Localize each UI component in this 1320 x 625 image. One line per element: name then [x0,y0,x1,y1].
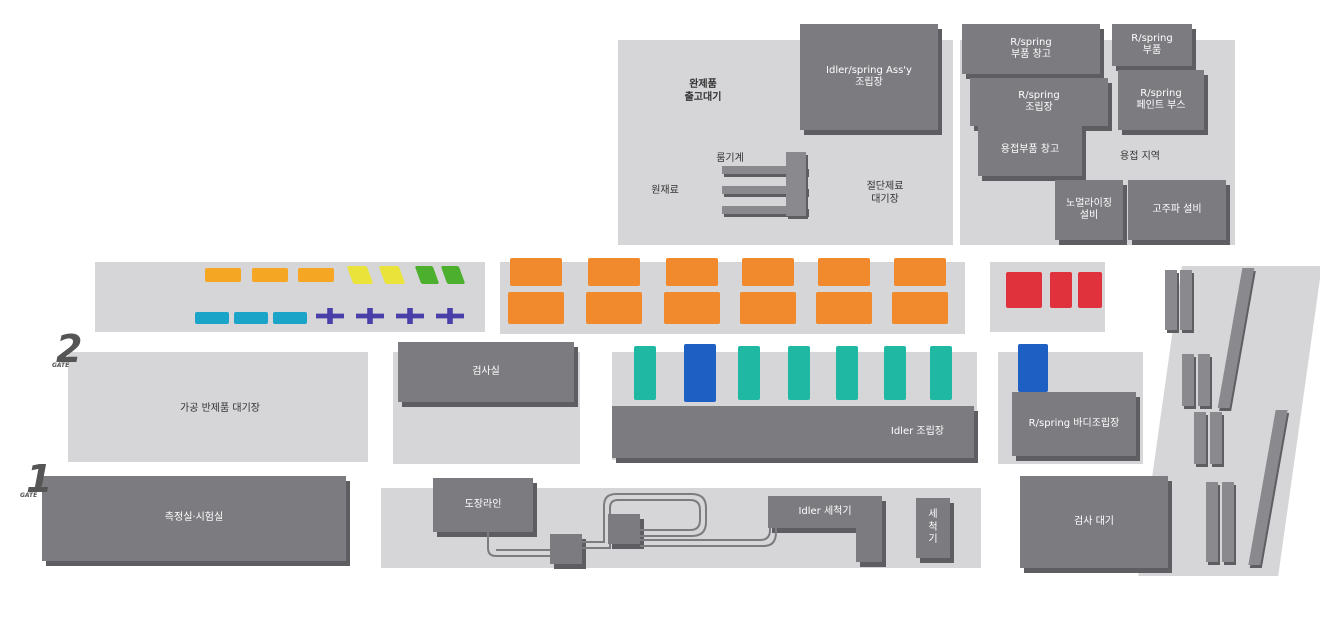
semi-finished-label: 가공 반제품 대기장 [180,403,260,414]
orange-machine-8 [586,292,642,324]
rack-post [786,152,806,216]
gate-1-label: GATE [20,492,38,499]
right-rack-4 [1198,354,1210,406]
rack-2 [722,186,807,194]
orange-machine-10 [740,292,796,324]
right-rack-7 [1206,482,1218,562]
rspring-assembly-block: R/spring 조립장 [970,78,1108,126]
rspring-parts-warehouse-block: R/spring 부품 창고 [962,24,1100,74]
yellow-orange-machine-1 [205,268,241,282]
inspection-room-block: 검사실 [398,342,574,402]
right-rack-1 [1165,270,1177,330]
finished-goods-label: 완제품 출고대기 [684,79,722,103]
paint-unit-1 [608,514,640,544]
inspection-wait-block: 검사 대기 [1020,476,1168,568]
right-rack-8 [1222,482,1234,562]
right-rack-3 [1182,354,1194,406]
yellow-orange-machine-3 [298,268,334,282]
orange-machine-11 [816,292,872,324]
right-rack-6 [1210,412,1222,464]
high-freq-block: 고주파 설비 [1128,180,1226,240]
rack-1 [722,166,807,174]
gate-2-label: GATE [52,362,70,369]
weld-parts-warehouse-block: 용접부품 창고 [978,124,1082,176]
blue-machine-1 [684,344,716,402]
cyan-machine-1 [195,312,229,324]
idler-spring-assy-block: Idler/spring Ass'y 조립장 [800,24,938,130]
rack-3 [722,206,807,214]
rspring-paint-booth-block: R/spring 페인트 부스 [1118,70,1204,130]
teal-machine-6 [930,346,952,400]
right-rack-5 [1194,412,1206,464]
zone-machines-center [500,262,965,334]
red-machine-1 [1006,272,1042,308]
measurement-test-block: 측정실·시험실 [42,476,346,561]
rspring-parts-block: R/spring 부품 [1112,24,1192,66]
orange-machine-5 [818,258,870,286]
teal-machine-5 [884,346,906,400]
blue-machine-2 [1018,344,1048,392]
right-rack-2 [1180,270,1192,330]
weighing-label: 룸기계 [716,153,744,164]
yellow-orange-machine-2 [252,268,288,282]
teal-machine-1 [634,346,656,400]
cyan-machine-3 [273,312,307,324]
teal-machine-2 [738,346,760,400]
idler-assembly-block: Idler 조립장 [612,406,974,458]
orange-machine-1 [510,258,562,286]
raw-material-label: 원재료 [651,185,679,196]
cutting-label: 절단제료 대기장 [866,181,904,205]
zone-semi-finished [68,352,368,462]
gate-2-number: 2 [56,327,83,371]
cyan-machine-2 [234,312,268,324]
welding-area-label: 용접 지역 [1120,151,1160,162]
normalizing-block: 노멀라이징 설비 [1055,180,1123,240]
idler-washer-leg [856,520,882,562]
gate-1-number: 1 [26,457,53,501]
teal-machine-3 [788,346,810,400]
orange-machine-4 [742,258,794,286]
teal-machine-4 [836,346,858,400]
orange-machine-9 [664,292,720,324]
orange-machine-12 [892,292,948,324]
orange-machine-6 [894,258,946,286]
orange-machine-2 [588,258,640,286]
red-machine-3 [1078,272,1102,308]
paint-line-block: 도장라인 [433,478,533,532]
rspring-body-assembly-block: R/spring 바디조립장 [1012,392,1136,456]
red-machine-2 [1050,272,1072,308]
washer-block: 세 척 기 [916,498,950,558]
orange-machine-7 [508,292,564,324]
orange-machine-3 [666,258,718,286]
